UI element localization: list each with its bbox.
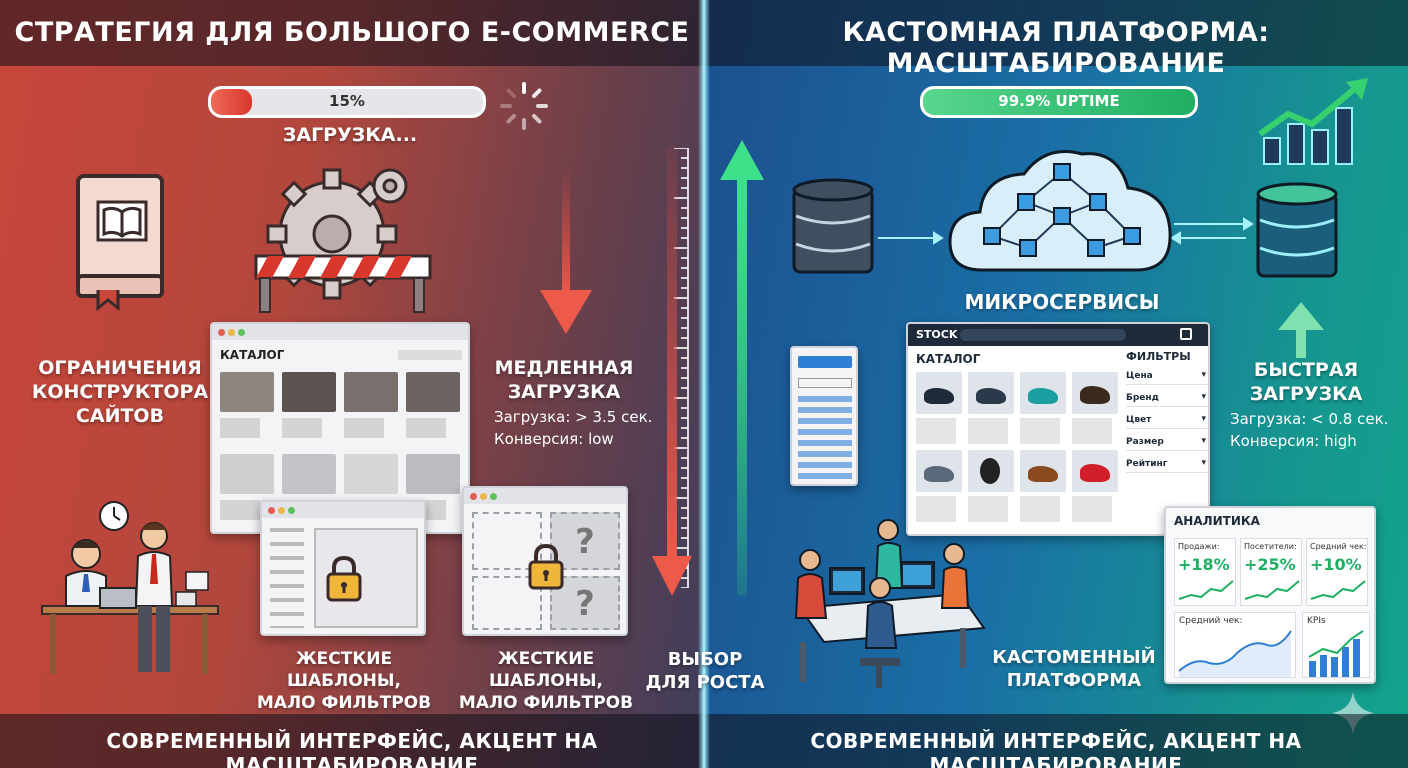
fast-load-time: Загрузка: < 0.8 сек. bbox=[1230, 410, 1389, 428]
filter-item-label: Бренд bbox=[1126, 393, 1159, 403]
center-divider bbox=[698, 0, 710, 768]
analytics-title: АНАЛИТИКА bbox=[1174, 514, 1260, 528]
loading-progress-value: 15% bbox=[329, 92, 365, 110]
constructor-limits-label: ОГРАНИЧЕНИЯ КОНСТРУКТОРА САЙТОВ bbox=[31, 357, 209, 427]
kpi-sparkline bbox=[1178, 580, 1234, 600]
kpi-sparkline bbox=[1310, 580, 1366, 600]
filter-item-label: Размер bbox=[1126, 437, 1164, 447]
chevron-down-icon: ▾ bbox=[1201, 436, 1206, 446]
slow-load-label: МЕДЛЕННАЯ ЗАГРУЗКА bbox=[494, 357, 634, 403]
microservices-label: МИКРОСЕРВИСЫ bbox=[964, 290, 1160, 314]
left-title: СТРАТЕГИЯ ДЛЯ БОЛЬШОГО E-COMMERCE bbox=[14, 17, 690, 48]
kpi-label: Средний чек: bbox=[1310, 542, 1367, 551]
left-bottom-band: СОВРЕМЕННЫЙ ИНТЕРФЕЙС, АКЦЕНТ НА МАСШТАБ… bbox=[0, 714, 704, 768]
filters-panel: ФИЛЬТРЫ Цена ▾ Бренд ▾ Цвет ▾ Размер ▾ Рейтинг ▾ bbox=[1126, 350, 1208, 532]
kpi-sparkline bbox=[1244, 580, 1300, 600]
chevron-down-icon: ▾ bbox=[1201, 458, 1206, 468]
ruler-icon bbox=[674, 148, 689, 588]
loading-progress-fill bbox=[211, 89, 252, 115]
decline-down-arrow-icon bbox=[652, 146, 692, 596]
right-title-band: КАСТОМНАЯ ПЛАТФОРМА: МАСШТАБИРОВАНИЕ bbox=[704, 0, 1408, 79]
chevron-down-icon: ▾ bbox=[1201, 414, 1206, 424]
uptime-value: 99.9% UPTIME bbox=[998, 92, 1120, 110]
loading-spinner-icon bbox=[500, 82, 548, 130]
growth-chart-icon bbox=[1258, 78, 1368, 165]
kpi-card: Посетители: +25% bbox=[1240, 538, 1302, 606]
chevron-down-icon: ▾ bbox=[1201, 370, 1206, 380]
left-title-band: СТРАТЕГИЯ ДЛЯ БОЛЬШОГО E-COMMERCE bbox=[0, 0, 704, 66]
kpi-label: Посетители: bbox=[1244, 542, 1297, 551]
loading-label: ЗАГРУЗКА... bbox=[282, 124, 418, 146]
microservices-cloud-icon bbox=[948, 150, 1172, 272]
slow-load-time: Загрузка: > 3.5 сек. bbox=[494, 408, 653, 426]
rigid-templates-label-2: ЖЕСТКИЕ ШАБЛОНЫ, МАЛО ФИЛЬТРОВ bbox=[458, 649, 634, 713]
kpi-value: +25% bbox=[1244, 555, 1296, 574]
kpis-chart-label: KPIs bbox=[1307, 616, 1326, 626]
catalog-title: КАТАЛОГ bbox=[220, 348, 285, 362]
kpi-card: Средний чек: +10% bbox=[1306, 538, 1368, 606]
right-bottom-band: СОВРЕМЕННЫЙ ИНТЕРФЕЙС, АКЦЕНТ НА МАСШТАБ… bbox=[704, 714, 1408, 768]
sparkle-icon bbox=[1332, 692, 1374, 734]
left-panel: СТРАТЕГИЯ ДЛЯ БОЛЬШОГО E-COMMERCE 15% ЗА… bbox=[0, 0, 704, 768]
filter-item[interactable]: Размер ▾ bbox=[1126, 429, 1208, 451]
kpi-label: Продажи: bbox=[1178, 542, 1220, 551]
filter-item[interactable]: Цвет ▾ bbox=[1126, 407, 1208, 429]
filter-item-label: Цвет bbox=[1126, 415, 1152, 425]
store-window: STOCK КАТАЛОГ bbox=[906, 322, 1210, 536]
choice-for-growth-label: ВЫБОР ДЛЯ РОСТА bbox=[645, 649, 765, 693]
avg-check-chart-label: Средний чек: bbox=[1179, 616, 1243, 626]
kpi-value: +18% bbox=[1178, 555, 1230, 574]
uptime-bar: 99.9% UPTIME bbox=[920, 86, 1198, 118]
loading-progress-bar: 15% bbox=[208, 86, 486, 118]
kpi-value: +10% bbox=[1310, 555, 1362, 574]
store-search-input[interactable] bbox=[960, 329, 1126, 341]
rigid-templates-label-1: ЖЕСТКИЕ ШАБЛОНЫ, МАЛО ФИЛЬТРОВ bbox=[256, 649, 432, 713]
left-bottom-text: СОВРЕМЕННЫЙ ИНТЕРФЕЙС, АКЦЕНТ НА МАСШТАБ… bbox=[106, 729, 598, 768]
lock-icon bbox=[528, 543, 564, 590]
fast-load-label: БЫСТРАЯ ЗАГРУЗКА bbox=[1249, 359, 1363, 405]
kpis-chart-card: KPIs bbox=[1302, 612, 1370, 678]
dev-team-illustration bbox=[794, 519, 986, 688]
store-logo: STOCK bbox=[916, 328, 958, 341]
fast-load-conversion: Конверсия: high bbox=[1230, 432, 1357, 450]
store-catalog-title: КАТАЛОГ bbox=[916, 352, 981, 366]
connection-arrows bbox=[878, 217, 1254, 245]
right-panel: КАСТОМНАЯ ПЛАТФОРМА: МАСШТАБИРОВАНИЕ 99.… bbox=[704, 0, 1408, 768]
filters-title: ФИЛЬТРЫ bbox=[1126, 350, 1191, 363]
lock-icon bbox=[326, 555, 362, 602]
question-mark-icon: ? bbox=[550, 512, 620, 570]
filter-item[interactable]: Рейтинг ▾ bbox=[1126, 451, 1208, 473]
fast-up-arrow-icon bbox=[1278, 302, 1324, 358]
filter-item[interactable]: Бренд ▾ bbox=[1126, 385, 1208, 407]
cart-icon[interactable] bbox=[1180, 328, 1192, 340]
gear-barrier-icon bbox=[254, 168, 432, 313]
uptime-bar-fill bbox=[923, 89, 1195, 115]
slow-load-conversion: Конверсия: low bbox=[494, 430, 614, 448]
right-title: КАСТОМНАЯ ПЛАТФОРМА: МАСШТАБИРОВАНИЕ bbox=[842, 17, 1270, 79]
mini-filter-window bbox=[790, 346, 858, 486]
growth-up-arrow-icon bbox=[722, 142, 762, 596]
filter-item-label: Цена bbox=[1126, 371, 1153, 381]
chevron-down-icon: ▾ bbox=[1201, 392, 1206, 402]
filter-item[interactable]: Цена ▾ bbox=[1126, 363, 1208, 385]
analytics-window: АНАЛИТИКА Продажи: +18% Посетители: +25% Сре… bbox=[1164, 506, 1376, 684]
slow-down-arrow-icon bbox=[540, 166, 592, 334]
filter-item-label: Рейтинг bbox=[1126, 459, 1168, 469]
kpi-card: Продажи: +18% bbox=[1174, 538, 1236, 606]
right-bottom-text: СОВРЕМЕННЫЙ ИНТЕРФЕЙС, АКЦЕНТ НА МАСШТАБ… bbox=[810, 729, 1302, 768]
database-icon bbox=[792, 178, 874, 274]
database-icon bbox=[1256, 182, 1338, 278]
book-icon bbox=[76, 174, 164, 312]
stressed-workers-illustration bbox=[41, 501, 219, 674]
avg-check-chart-card: Средний чек: bbox=[1174, 612, 1296, 678]
custom-platform-label: КАСТОМЕННЫЙ ПЛАТФОРМА bbox=[992, 647, 1156, 691]
